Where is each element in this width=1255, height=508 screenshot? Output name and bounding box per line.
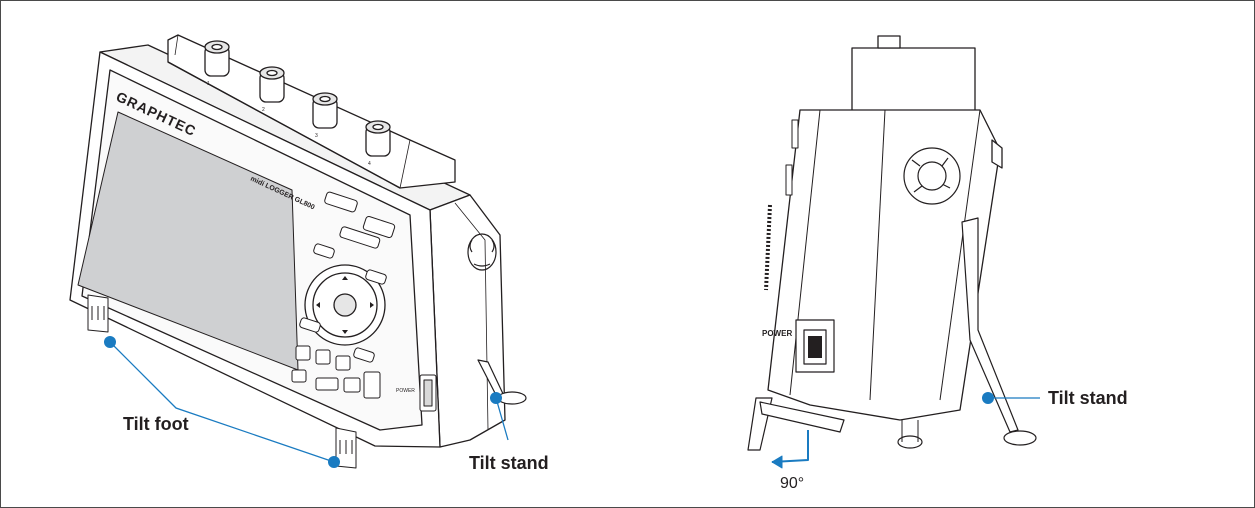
logger-front-view bbox=[69, 34, 527, 469]
power-side-text: POWER bbox=[762, 329, 792, 338]
keypad-buttons bbox=[291, 191, 396, 399]
side-fan-vent-right bbox=[903, 147, 961, 205]
power-front-text: POWER bbox=[396, 388, 415, 394]
tilt-stand-right-drawing bbox=[961, 217, 1037, 446]
callout-tilt-stand-right bbox=[982, 392, 1040, 404]
tilt-stand-left-drawing bbox=[477, 359, 527, 405]
rotation-arrow bbox=[771, 430, 809, 463]
side-fan-vent bbox=[467, 233, 497, 271]
channel-label-1: 1 bbox=[207, 81, 210, 87]
tilt-foot-left bbox=[87, 294, 109, 333]
tilt-foot-side bbox=[747, 397, 845, 451]
callout-tilt-stand-left bbox=[490, 392, 509, 441]
channel-label-3: 3 bbox=[315, 133, 318, 139]
callout-tilt-foot bbox=[104, 336, 340, 468]
channel-label-4: 4 bbox=[368, 161, 371, 167]
bnc-connector-4 bbox=[365, 120, 391, 157]
bnc-connector-1 bbox=[204, 40, 230, 77]
power-switch-front bbox=[419, 374, 437, 412]
channel-label-2: 2 bbox=[262, 107, 265, 113]
angle-label: 90° bbox=[780, 475, 804, 492]
tilt-foot-right bbox=[335, 427, 357, 469]
power-switch-side bbox=[795, 319, 835, 373]
side-terminal-box bbox=[851, 47, 976, 121]
logger-side-view bbox=[747, 35, 1037, 469]
bnc-connector-3 bbox=[312, 92, 338, 129]
logger-right-side bbox=[429, 194, 506, 448]
tilt-stand-right-label: Tilt stand bbox=[1048, 388, 1128, 408]
tilt-stand-left-label: Tilt stand bbox=[469, 453, 549, 473]
tilt-foot-label: Tilt foot bbox=[123, 414, 189, 434]
cursor-pad bbox=[304, 264, 386, 346]
bnc-connector-2 bbox=[259, 66, 285, 103]
